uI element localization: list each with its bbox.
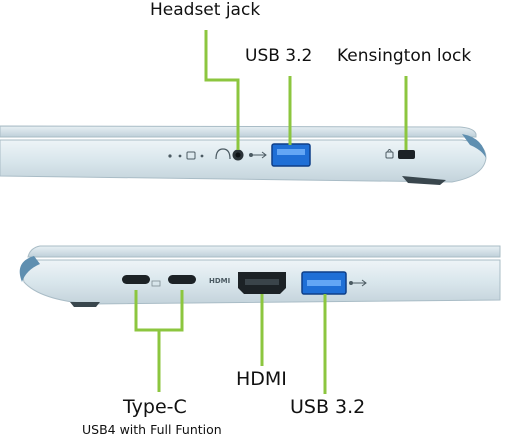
type-c-port-1 (122, 275, 150, 284)
usb-symbol-icon-top (249, 151, 267, 159)
status-led-icons (168, 151, 204, 160)
bottom-laptop-side: HDMI (19, 245, 501, 394)
top-rubber-foot (402, 176, 446, 185)
usb-symbol-icon-bottom (349, 279, 367, 287)
headset-icon (215, 148, 231, 160)
bottom-leader-lines (134, 290, 327, 394)
thunderbolt-icon (151, 280, 161, 287)
top-hinge (462, 134, 486, 158)
callout-usb-top: USB 3.2 (245, 46, 313, 66)
hdmi-logo: HDMI (209, 277, 230, 285)
callout-type-c-subtitle: USB4 with Full Funtion (82, 422, 222, 437)
kensington-lock-slot (398, 150, 415, 159)
bottom-hinge (19, 256, 40, 282)
bottom-rubber-foot (70, 302, 100, 307)
callout-hdmi: HDMI (236, 368, 287, 390)
lock-icon (385, 149, 394, 159)
top-laptop-side (0, 30, 487, 185)
callout-usb-bottom: USB 3.2 (290, 396, 366, 418)
callout-headset-jack: Headset jack (150, 0, 261, 20)
callout-kensington-lock: Kensington lock (337, 46, 472, 66)
callout-type-c: Type-C (123, 396, 187, 418)
top-leader-lines (204, 30, 408, 150)
type-c-port-2 (168, 275, 196, 284)
